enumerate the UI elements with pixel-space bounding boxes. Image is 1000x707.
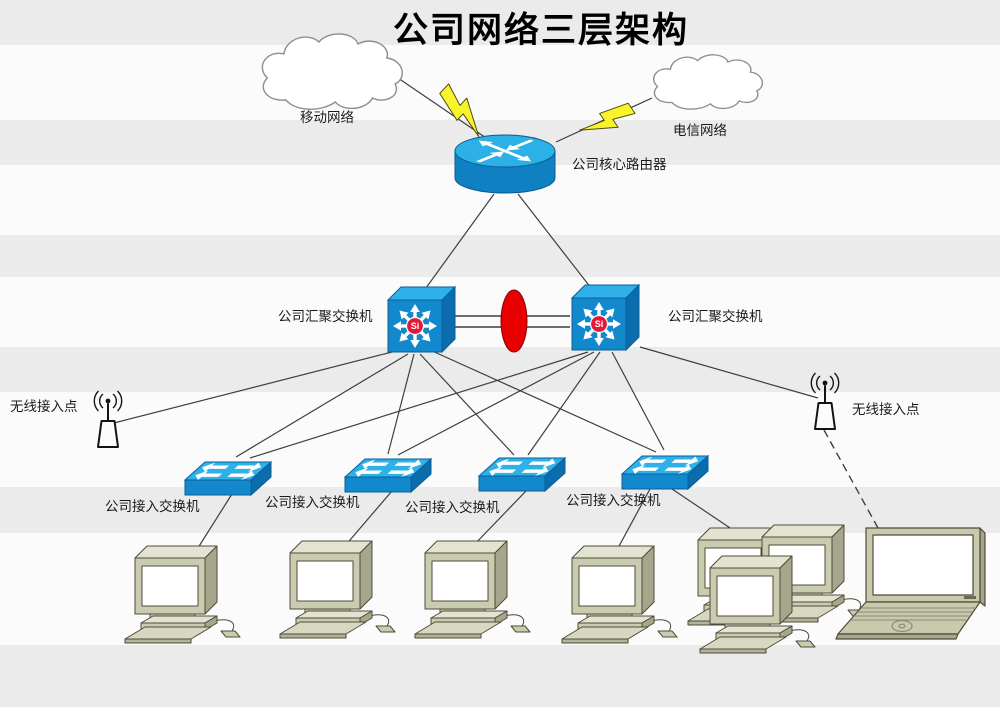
- link-aggright-sw4: [611, 351, 665, 451]
- agg-switch-left-icon: Si: [388, 287, 455, 352]
- ap-right-label: 无线接入点: [852, 402, 920, 417]
- ap-right-icon: [810, 372, 840, 430]
- link-aggright-sw2: [397, 351, 595, 456]
- link-sw3-pc3: [471, 490, 527, 548]
- access-switch-1-icon: [184, 461, 272, 496]
- link-router-aggright: [517, 193, 599, 298]
- diagram-title: 公司网络三层架构: [393, 11, 690, 50]
- cloud-telecom-icon: [652, 54, 764, 110]
- laptop-icon: [835, 527, 986, 640]
- access-switch-1-label: 公司接入交换机: [105, 499, 200, 514]
- pc-4-icon: [561, 545, 678, 644]
- red-link-ellipse: [500, 289, 528, 353]
- link-sw2-pc2: [343, 490, 393, 548]
- agg-switch-right-label: 公司汇聚交换机: [668, 309, 763, 324]
- link-aggleft-apleft: [113, 351, 393, 424]
- link-aggleft-sw2: [387, 353, 415, 455]
- pc-2-icon: [279, 540, 396, 639]
- link-aggright-apright: [639, 346, 819, 399]
- access-switch-2-label: 公司接入交换机: [265, 495, 360, 510]
- access-switch-4-label: 公司接入交换机: [566, 493, 661, 508]
- access-switch-3-label: 公司接入交换机: [405, 500, 500, 515]
- link-sw4-pc4: [617, 488, 651, 549]
- link-aggright-sw1: [249, 351, 589, 459]
- access-switch-2-icon: [344, 458, 432, 493]
- si-badge-left: Si: [411, 321, 420, 331]
- agg-switch-left-label: 公司汇聚交换机: [278, 309, 373, 324]
- lightning-left-icon: [433, 81, 493, 140]
- lightning-right-icon: [577, 96, 637, 147]
- agg-switch-right-icon: Si: [572, 285, 639, 350]
- link-aggleft-sw1: [235, 353, 409, 458]
- core-router-icon: [454, 134, 556, 194]
- pc-3-icon: [414, 540, 531, 639]
- core-router-label: 公司核心路由器: [572, 157, 667, 172]
- cloud-mobile-icon: [261, 33, 403, 110]
- ap-left-icon: [93, 390, 123, 448]
- access-switch-3-icon: [478, 457, 566, 492]
- connection-lines: [113, 77, 879, 552]
- wireless-link-dashed: [823, 429, 879, 529]
- link-router-aggleft: [417, 193, 495, 300]
- link-aggleft-sw3: [419, 353, 515, 456]
- access-switch-4-icon: [621, 455, 709, 490]
- link-aggright-sw3: [527, 351, 601, 456]
- cloud-mobile-label: 移动网络: [300, 110, 354, 125]
- si-badge-right: Si: [595, 319, 604, 329]
- link-aggleft-sw4: [429, 349, 657, 453]
- pc-1-icon: [124, 545, 241, 644]
- cloud-telecom-label: 电信网络: [673, 123, 727, 138]
- link-sw1-pc1: [195, 493, 233, 552]
- ap-left-label: 无线接入点: [10, 399, 78, 414]
